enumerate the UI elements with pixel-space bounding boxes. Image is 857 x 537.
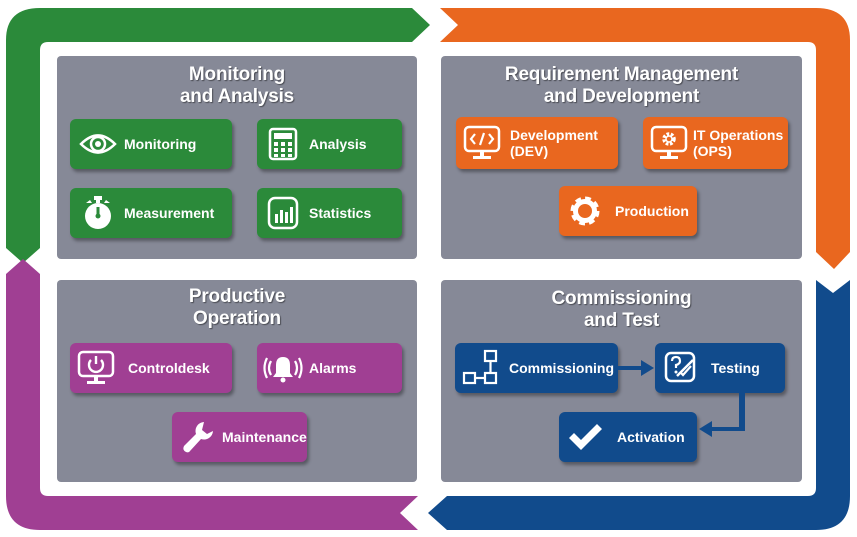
code-monitor-icon xyxy=(462,123,502,163)
tile-label-line: Development xyxy=(510,127,598,143)
tile-label: Controldesk xyxy=(128,360,210,376)
activation-tile[interactable]: Activation xyxy=(559,412,697,462)
maintenance-tile[interactable]: Maintenance xyxy=(172,412,307,462)
gear-icon xyxy=(565,191,605,231)
panel-title-line: and Test xyxy=(583,310,660,331)
stopwatch-icon xyxy=(78,193,118,233)
panel-title-monitoring: Monitoring and Analysis xyxy=(57,64,417,108)
alarm-bell-icon xyxy=(263,348,303,388)
panel-title-line: and Development xyxy=(543,86,700,107)
tile-label: Production xyxy=(615,203,689,219)
analysis-tile[interactable]: Analysis xyxy=(257,119,402,169)
wrench-icon xyxy=(178,417,218,457)
bar-chart-icon xyxy=(263,193,303,233)
tile-label: IT Operations (OPS) xyxy=(693,127,783,159)
measurement-tile[interactable]: Measurement xyxy=(70,188,232,238)
development-tile[interactable]: Development (DEV) xyxy=(456,117,618,169)
tile-label: Commissioning xyxy=(509,360,615,376)
panel-title-line: Commissioning xyxy=(551,288,692,309)
panel-title-line: Productive xyxy=(188,286,286,307)
panel-title-line: and Analysis xyxy=(179,86,295,107)
tile-label: Activation xyxy=(617,429,685,445)
monitoring-tile[interactable]: Monitoring xyxy=(70,119,232,169)
checklist-icon xyxy=(661,348,701,388)
tile-label: Alarms xyxy=(309,360,357,376)
it-operations-tile[interactable]: IT Operations (OPS) xyxy=(643,117,788,169)
tile-label: Statistics xyxy=(309,205,372,221)
panel-title-line: Monitoring xyxy=(188,64,286,85)
panel-title-productive: Productive Operation xyxy=(57,286,417,330)
alarms-tile[interactable]: Alarms xyxy=(257,343,402,393)
tile-label: Testing xyxy=(711,360,760,376)
tile-label: Maintenance xyxy=(222,429,307,445)
controldesk-tile[interactable]: Controldesk xyxy=(70,343,232,393)
panel-title-line: Requirement Management xyxy=(504,64,739,85)
eye-icon xyxy=(78,124,118,164)
green-cycle-arrow xyxy=(6,8,430,263)
blue-cycle-arrow xyxy=(428,280,850,530)
flowchart-icon xyxy=(461,348,501,388)
panel-title-commissioning: Commissioning and Test xyxy=(441,288,802,332)
testing-tile[interactable]: Testing xyxy=(655,343,785,393)
tile-label-line: (DEV) xyxy=(510,143,549,159)
tile-label: Analysis xyxy=(309,136,367,152)
statistics-tile[interactable]: Statistics xyxy=(257,188,402,238)
orange-cycle-arrow xyxy=(440,8,850,269)
tile-label: Development (DEV) xyxy=(510,127,598,159)
tile-label: Monitoring xyxy=(124,136,197,152)
tile-label: Measurement xyxy=(124,205,215,221)
panel-title-requirement: Requirement Management and Development xyxy=(441,64,802,108)
calculator-icon xyxy=(263,124,303,164)
panel-title-line: Operation xyxy=(193,308,281,329)
tile-label-line: IT Operations xyxy=(693,127,784,143)
purple-cycle-arrow xyxy=(6,259,418,530)
production-tile[interactable]: Production xyxy=(559,186,697,236)
commissioning-tile[interactable]: Commissioning xyxy=(455,343,618,393)
checkmark-icon xyxy=(565,417,605,457)
gear-monitor-icon xyxy=(649,123,689,163)
power-monitor-icon xyxy=(76,348,116,388)
tile-label-line: (OPS) xyxy=(693,143,732,159)
